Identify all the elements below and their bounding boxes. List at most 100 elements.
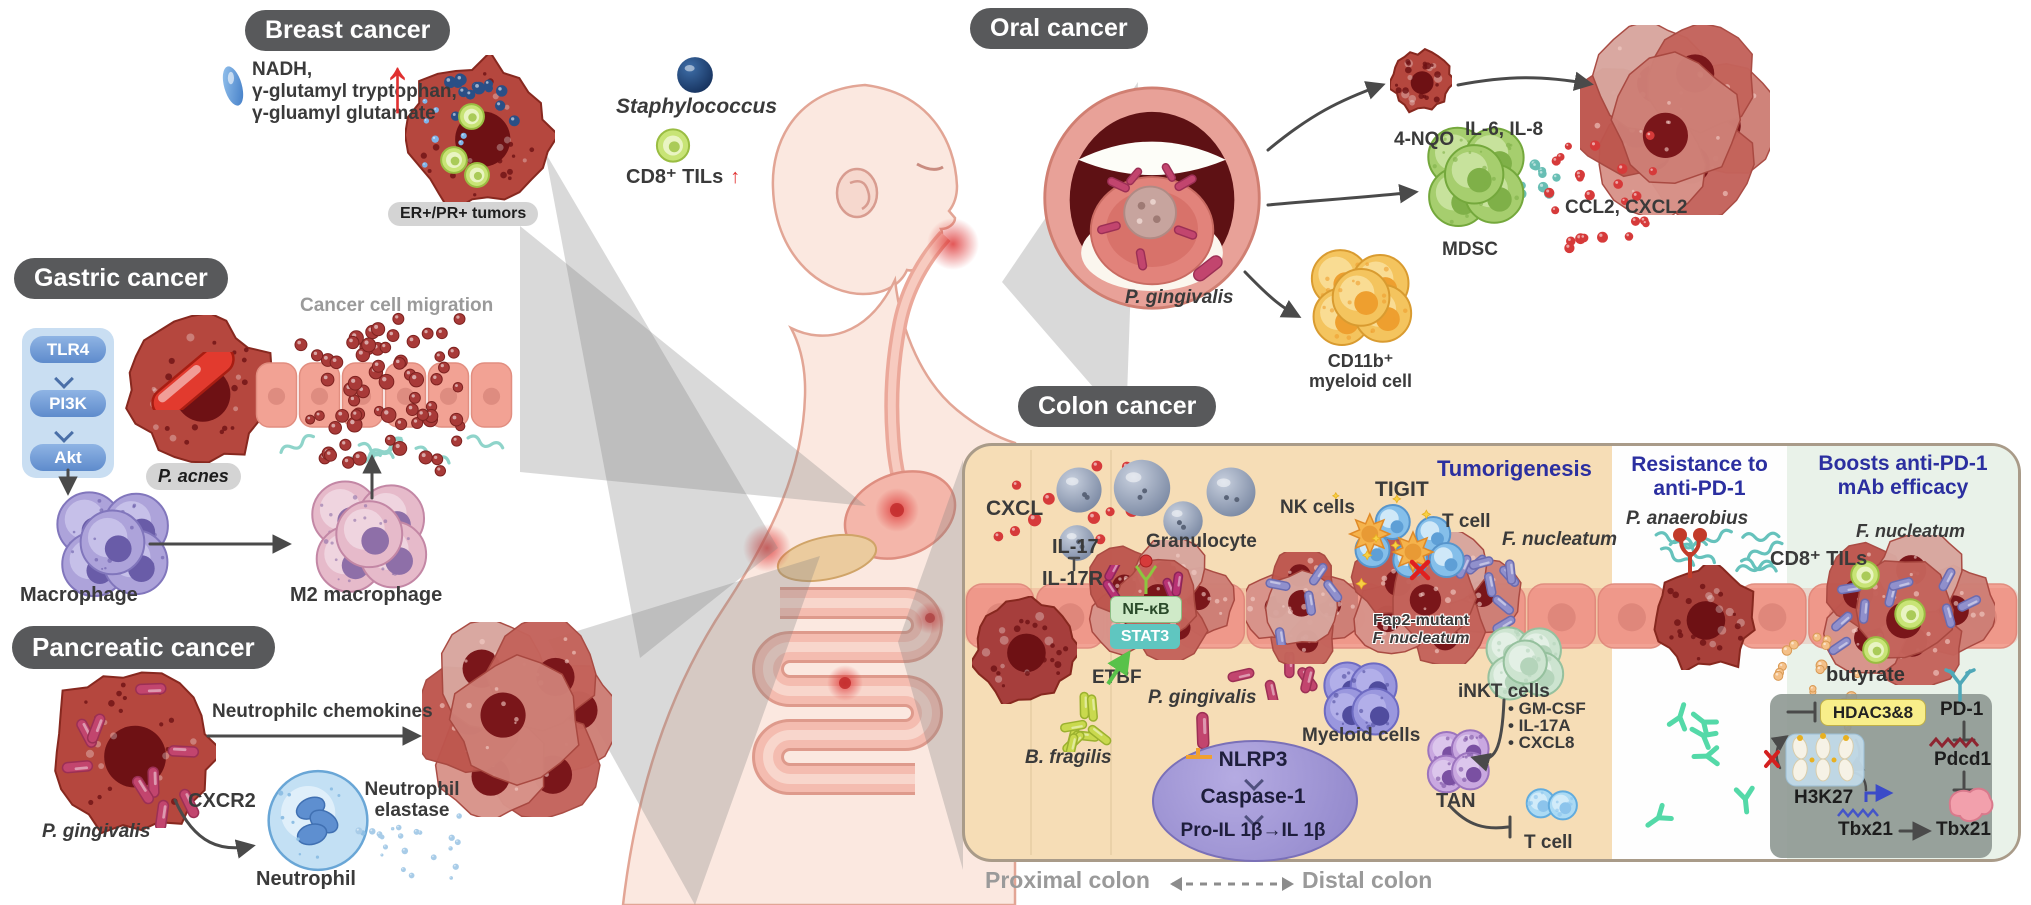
staphylococcus-label: Staphylococcus bbox=[616, 95, 778, 118]
colon-p-gingivalis-label: P. gingivalis bbox=[1148, 687, 1257, 708]
tbx21-gene-label: Tbx21 bbox=[1838, 819, 1893, 840]
pancreatic-tumor-mass bbox=[412, 615, 620, 822]
oral-tumor-icon bbox=[1123, 185, 1177, 240]
breast-cancer-title: Breast cancer bbox=[245, 10, 451, 51]
cd8-til-icon bbox=[655, 128, 691, 163]
hdac-node: HDAC3&8 bbox=[1820, 699, 1926, 726]
metabolite-line1: NADH, bbox=[252, 59, 313, 80]
staphylococcus-colony-icon bbox=[443, 72, 521, 130]
b-fragilis-label: B. fragilis bbox=[1025, 747, 1112, 768]
pd1-label: PD-1 bbox=[1940, 699, 1984, 720]
myeloid-cells-label: Myeloid cells bbox=[1302, 725, 1421, 746]
myeloid-cells bbox=[1316, 655, 1406, 740]
cancer-cell-migration-label: Cancer cell migration bbox=[300, 295, 494, 316]
macrophage-cells bbox=[45, 484, 183, 602]
gastric-cancer-title: Gastric cancer bbox=[14, 258, 228, 299]
p-acnes-bacterium-icon bbox=[138, 343, 248, 419]
cd8-tils-colon-label: CD8⁺ TILs bbox=[1770, 548, 1868, 570]
mdsc-cells bbox=[1422, 118, 1530, 232]
f-nucleatum-label: F. nucleatum bbox=[1502, 529, 1618, 550]
h3k27-label: H3K27 bbox=[1794, 787, 1854, 808]
inkt-cells bbox=[1475, 622, 1575, 702]
stat3-node: STAT3 bbox=[1110, 624, 1180, 649]
il17r-label: IL-17R bbox=[1042, 568, 1104, 590]
cxcl-label: CXCL bbox=[986, 497, 1044, 520]
il6-il8-label: IL-6, IL-8 bbox=[1465, 119, 1544, 140]
staphylococcus-icon bbox=[676, 56, 714, 94]
granulocyte-icon bbox=[1055, 466, 1103, 514]
p-gingivalis-rods-icon bbox=[1198, 650, 1323, 707]
il17a-bullet: • IL-17A bbox=[1508, 716, 1571, 735]
invading-cancer-cells bbox=[298, 432, 463, 477]
m2-macrophage-cells bbox=[298, 474, 440, 596]
p-acnes-label: P. acnes bbox=[146, 463, 241, 490]
proximal-colon-label: Proximal colon bbox=[985, 867, 1150, 893]
mouth-illustration bbox=[1043, 86, 1261, 310]
t-cell-label: T cell bbox=[1442, 511, 1491, 532]
f-nucleatum-rods-icon bbox=[1825, 555, 1985, 665]
anti-pd1-antibodies-icon bbox=[1615, 648, 1785, 853]
neutrophil-cell bbox=[258, 768, 383, 873]
tlr4-node: TLR4 bbox=[30, 336, 106, 363]
mdsc-label: MDSC bbox=[1442, 239, 1498, 260]
t-cell-pair bbox=[1518, 786, 1588, 838]
resistance-tumor-cell bbox=[1645, 557, 1763, 674]
akt-node: Akt bbox=[30, 444, 106, 471]
macrophage-label: Macrophage bbox=[20, 584, 138, 606]
distal-colon-label: Distal colon bbox=[1302, 867, 1433, 893]
migrating-cancer-cells bbox=[292, 310, 467, 435]
metabolite-line2: γ-glutamyl tryptophan, bbox=[252, 81, 457, 102]
tan-cells bbox=[1422, 726, 1494, 794]
metabolite-icon bbox=[220, 64, 246, 108]
inflammasome-ellipse bbox=[1152, 740, 1358, 862]
oral-cancer-title: Oral cancer bbox=[970, 8, 1148, 49]
nlrp3-label: NLRP3 bbox=[1218, 748, 1288, 771]
oral-p-gingivalis-label: P. gingivalis bbox=[1125, 287, 1234, 308]
nfkb-node: NF-κB bbox=[1110, 596, 1182, 623]
granulocyte-icon bbox=[1058, 524, 1096, 562]
increase-arrow-icon: ↑ bbox=[382, 42, 413, 129]
nk-cells-label: NK cells bbox=[1280, 497, 1355, 518]
4nqo-tumor-cell bbox=[1388, 47, 1458, 114]
cd8-tils-label: CD8⁺ TILs↑ bbox=[626, 166, 741, 188]
p-anaerobius-label: P. anaerobius bbox=[1626, 508, 1749, 529]
cd8-til-icon bbox=[1894, 598, 1926, 630]
pdcd1-label: Pdcd1 bbox=[1934, 749, 1992, 770]
granulocyte-icon bbox=[1162, 500, 1204, 542]
tumorigenesis-header: Tumorigenesis bbox=[1437, 456, 1592, 481]
caspase1-label: Caspase-1 bbox=[1200, 785, 1306, 808]
til-cell-icon bbox=[440, 146, 468, 174]
p-gingivalis-label: P. gingivalis bbox=[42, 821, 151, 842]
granulocyte-label: Granulocyte bbox=[1146, 531, 1257, 552]
inkt-cells-label: iNKT cells bbox=[1458, 681, 1550, 702]
breast-tumor-glow bbox=[743, 524, 791, 572]
f-nucleatum-boost-label: F. nucleatum bbox=[1856, 521, 1966, 541]
cxcl8-bullet: • CXCL8 bbox=[1508, 733, 1575, 752]
p-gingivalis-rods-icon bbox=[58, 678, 208, 832]
tan-label: TAN bbox=[1436, 790, 1476, 812]
metabolite-dots-icon bbox=[418, 92, 473, 184]
human-body-illustration bbox=[621, 83, 1017, 905]
colon-cancer-title: Colon cancer bbox=[1018, 386, 1217, 427]
granulocyte-icon bbox=[1205, 466, 1257, 518]
oral-tumor-glow bbox=[927, 218, 979, 270]
til-cell-icon bbox=[458, 103, 485, 130]
etbf-label: ETBF bbox=[1092, 667, 1142, 688]
elastase-spray-icon bbox=[352, 806, 467, 886]
tigit-label: TIGIT bbox=[1375, 478, 1429, 501]
tbx21-protein-label: Tbx21 bbox=[1936, 819, 1991, 840]
er-pr-tumors-label: ER+/PR+ tumors bbox=[388, 202, 539, 226]
neutrophilic-chemokines-label: Neutrophilc chemokines bbox=[212, 701, 433, 722]
chemokine-dots-icon bbox=[1528, 128, 1663, 256]
proil1b-label: Pro-IL 1β→IL 1β bbox=[1180, 820, 1326, 841]
ccl2-cxcl2-label: CCL2, CXCL2 bbox=[1565, 197, 1688, 218]
4nqo-label: 4-NQO bbox=[1394, 129, 1455, 150]
colon-tumor-cell bbox=[968, 595, 1083, 708]
gmcsf-bullet: • GM-CSF bbox=[1508, 699, 1586, 718]
